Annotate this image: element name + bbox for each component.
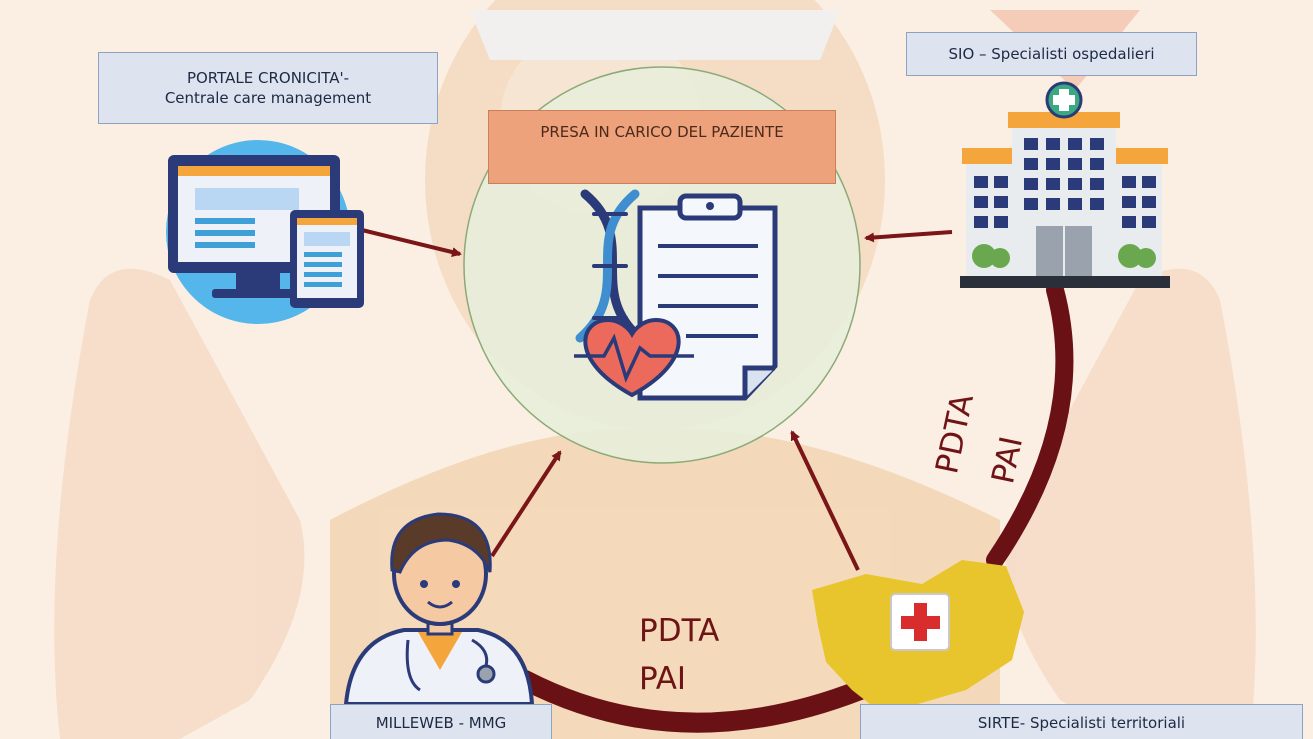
sirte-label: SIRTE- Specialisti territoriali (860, 704, 1303, 739)
presa-in-carico-label: PRESA IN CARICO DEL PAZIENTE (488, 110, 836, 184)
bottom-flow-label-1: PDTA (639, 613, 720, 649)
computer-icon (166, 140, 350, 324)
portale-label-line2: Centrale care management (164, 89, 372, 107)
arrow-sio-to-center (864, 230, 953, 243)
milleweb-label-text: MILLEWEB - MMG (375, 713, 507, 732)
sio-label-text: SIO – Specialisti ospedalieri (948, 44, 1155, 63)
arrow-milleweb-to-center (490, 450, 562, 558)
bottom-flow-label-2: PAI (639, 661, 687, 697)
bottom-flow-arc (515, 670, 870, 733)
dna-icon (575, 189, 645, 343)
milleweb-label: MILLEWEB - MMG (330, 704, 552, 739)
presa-in-carico-text: PRESA IN CARICO DEL PAZIENTE (540, 123, 784, 141)
doctor-icon (343, 512, 535, 706)
portale-label: PORTALE CRONICITA'- Centrale care manage… (98, 52, 438, 124)
hospital-icon (960, 81, 1170, 288)
heart-icon (574, 317, 694, 398)
tablet-icon (290, 210, 364, 308)
arrow-portale-to-center (361, 228, 462, 257)
portale-label-line1: PORTALE CRONICITA'- (186, 68, 350, 87)
right-flow-arc (986, 281, 1074, 569)
arrow-sirte-to-center (790, 430, 860, 571)
sio-label: SIO – Specialisti ospedalieri (906, 32, 1197, 76)
sirte-label-text: SIRTE- Specialisti territoriali (977, 713, 1186, 732)
red-cross-icon (890, 593, 950, 651)
